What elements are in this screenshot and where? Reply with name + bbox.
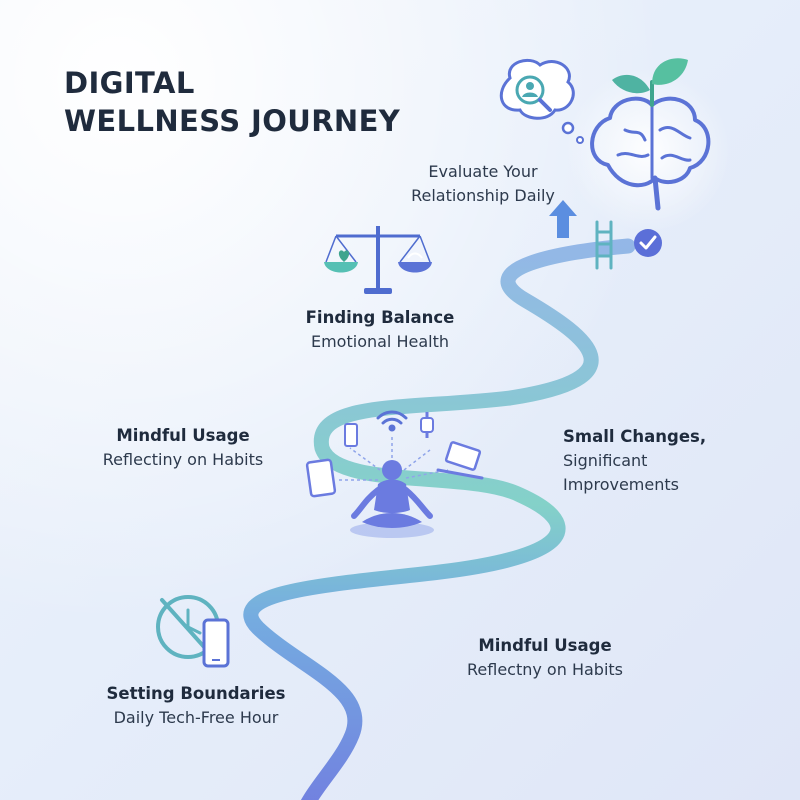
milestone-heading: Mindful Usage — [116, 426, 250, 445]
milestone-subtitle: Reflectny on Habits — [467, 660, 623, 679]
tablet-icon — [305, 458, 337, 498]
milestone-mindful-usage-lower: Mindful Usage Reflectny on Habits — [450, 634, 640, 682]
milestone-heading: Setting Boundaries — [106, 684, 286, 703]
smartphone-icon — [344, 423, 358, 447]
balance-scale-icon — [324, 226, 432, 294]
milestone-line-3: Improvements — [563, 475, 679, 494]
milestone-subtitle: Emotional Health — [310, 332, 449, 351]
arrow-up-icon — [549, 200, 577, 238]
wifi-icon — [376, 410, 408, 432]
brain-sprout-icon — [566, 58, 730, 232]
milestone-setting-boundaries: Setting Boundaries Daily Tech-Free Hour — [98, 682, 294, 730]
milestone-line-2: Significant — [563, 451, 648, 470]
milestone-subtitle: Daily Tech-Free Hour — [113, 708, 279, 727]
checkmark-icon — [634, 229, 662, 257]
milestone-evaluate: Evaluate Your Relationship Daily — [398, 160, 568, 208]
evaluate-line-1: Evaluate Your — [428, 162, 538, 181]
milestone-small-changes: Small Changes, Significant Improvements — [563, 425, 763, 497]
milestone-subtitle: Reflectiny on Habits — [102, 450, 264, 469]
ladder-icon — [595, 220, 613, 270]
evaluate-line-2: Relationship Daily — [411, 186, 555, 205]
title-line-2: WELLNESS JOURNEY — [64, 104, 401, 138]
smartwatch-icon — [420, 412, 434, 438]
meditation-figure-icon — [338, 434, 449, 538]
page-title: DIGITAL WELLNESS JOURNEY — [64, 64, 400, 140]
user-search-icon — [499, 59, 584, 144]
milestone-mindful-usage-upper: Mindful Usage Reflectiny on Habits — [98, 424, 268, 472]
milestone-heading: Finding Balance — [305, 308, 455, 327]
milestone-heading: Small Changes, — [563, 427, 707, 446]
clock-no-phone-icon — [156, 595, 230, 668]
laptop-icon — [436, 441, 484, 480]
journey-path — [243, 238, 636, 800]
milestone-heading: Mindful Usage — [478, 636, 612, 655]
milestone-finding-balance: Finding Balance Emotional Health — [290, 306, 470, 354]
title-line-1: DIGITAL — [64, 66, 195, 100]
